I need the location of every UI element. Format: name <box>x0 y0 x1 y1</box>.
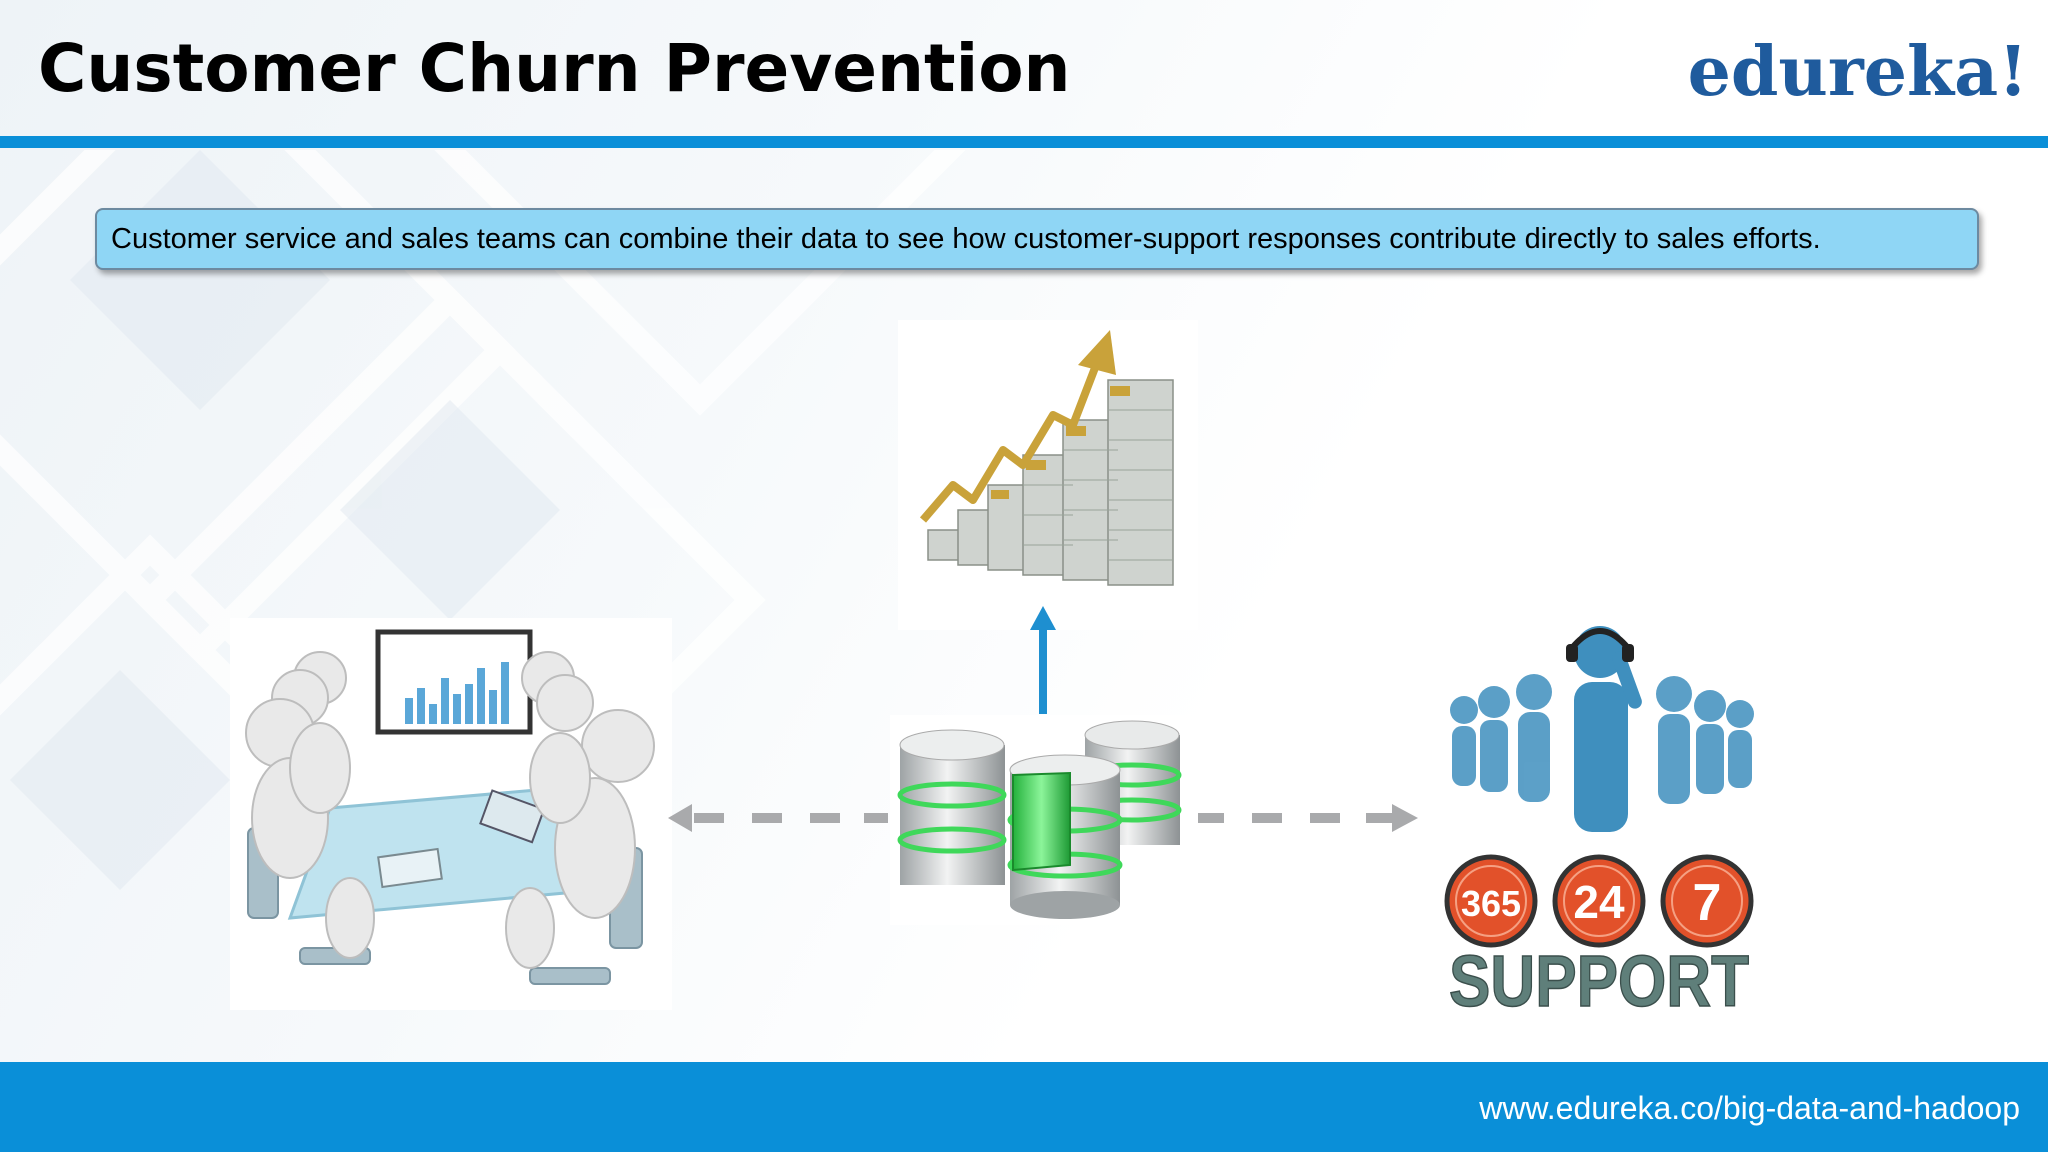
headset-people-icon <box>1450 626 1754 832</box>
cash-stack-icon <box>927 379 1174 586</box>
badge-24-icon: 24 <box>1552 854 1646 948</box>
badge-365-text: 365 <box>1461 883 1521 924</box>
database-icon <box>897 720 1182 919</box>
up-arrow-icon <box>1030 606 1056 714</box>
edureka-logo: edureka! <box>1687 32 2028 112</box>
person-figures-icon <box>245 651 655 969</box>
support-label: SUPPORT <box>1449 942 1749 1020</box>
callout-box: Customer service and sales teams can com… <box>95 208 1979 270</box>
callout-text: Customer service and sales teams can com… <box>111 222 1821 255</box>
dashed-arrow-right-icon <box>1198 804 1418 832</box>
growth-arrow-icon <box>919 330 1116 523</box>
meeting-table-icon <box>287 786 623 920</box>
money-growth-image <box>898 320 1198 630</box>
presentation-screen-icon <box>375 629 533 735</box>
page-title: Customer Churn Prevention <box>38 30 1071 107</box>
footer-url: www.edureka.co/big-data-and-hadoop <box>1479 1090 2020 1126</box>
badge-24-text: 24 <box>1573 876 1625 928</box>
header-divider <box>0 136 2048 148</box>
support-team-image: 365 24 7 SUPPORT <box>1424 610 1774 1023</box>
badge-7-icon: 7 <box>1660 854 1754 948</box>
meeting-team-image <box>230 618 672 1010</box>
dashed-arrow-left-icon <box>668 804 888 832</box>
badge-365-icon: 365 <box>1444 854 1538 948</box>
footer-bar <box>0 1062 2048 1152</box>
database-cluster-image <box>890 715 1190 925</box>
badge-7-text: 7 <box>1693 874 1722 932</box>
